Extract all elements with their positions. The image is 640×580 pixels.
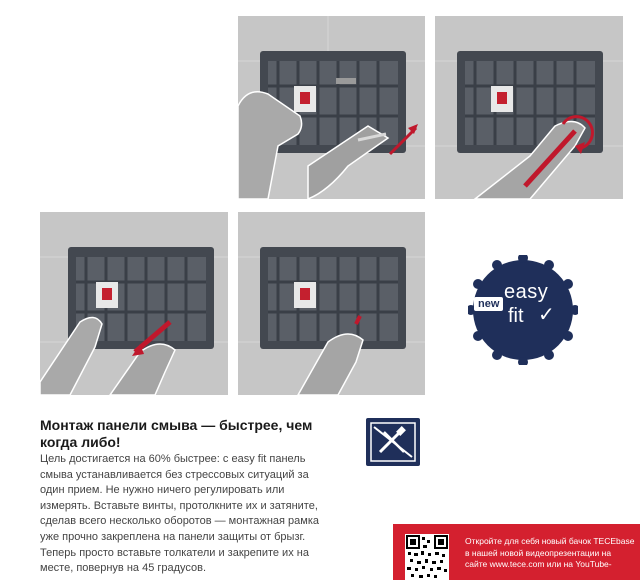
no-tools-icon — [366, 418, 420, 466]
checkmark-icon: ✓ — [538, 304, 555, 326]
article-headline: Монтаж панели смыва — быстрее, чем когда… — [40, 417, 313, 450]
qr-code-icon[interactable] — [405, 534, 449, 580]
video-promo-banner[interactable]: Откройте для себя новый бачок TECEbase в… — [393, 524, 640, 580]
article-body: Цель достигается на 60% быстрее: с easy … — [40, 453, 319, 575]
easy-fit-badge: new easy fit ✓ — [468, 255, 578, 365]
install-step-3-image — [40, 212, 228, 395]
promo-text: Откройте для себя новый бачок TECEbase в… — [465, 536, 635, 569]
scalloped-seal-icon — [468, 255, 578, 365]
badge-easy-label: easy — [504, 281, 549, 303]
badge-fit-label: fit — [508, 305, 524, 327]
install-step-2-image — [435, 16, 623, 199]
install-step-4-image — [238, 212, 425, 395]
install-step-1-image — [238, 16, 425, 199]
badge-new-label: new — [474, 297, 504, 311]
